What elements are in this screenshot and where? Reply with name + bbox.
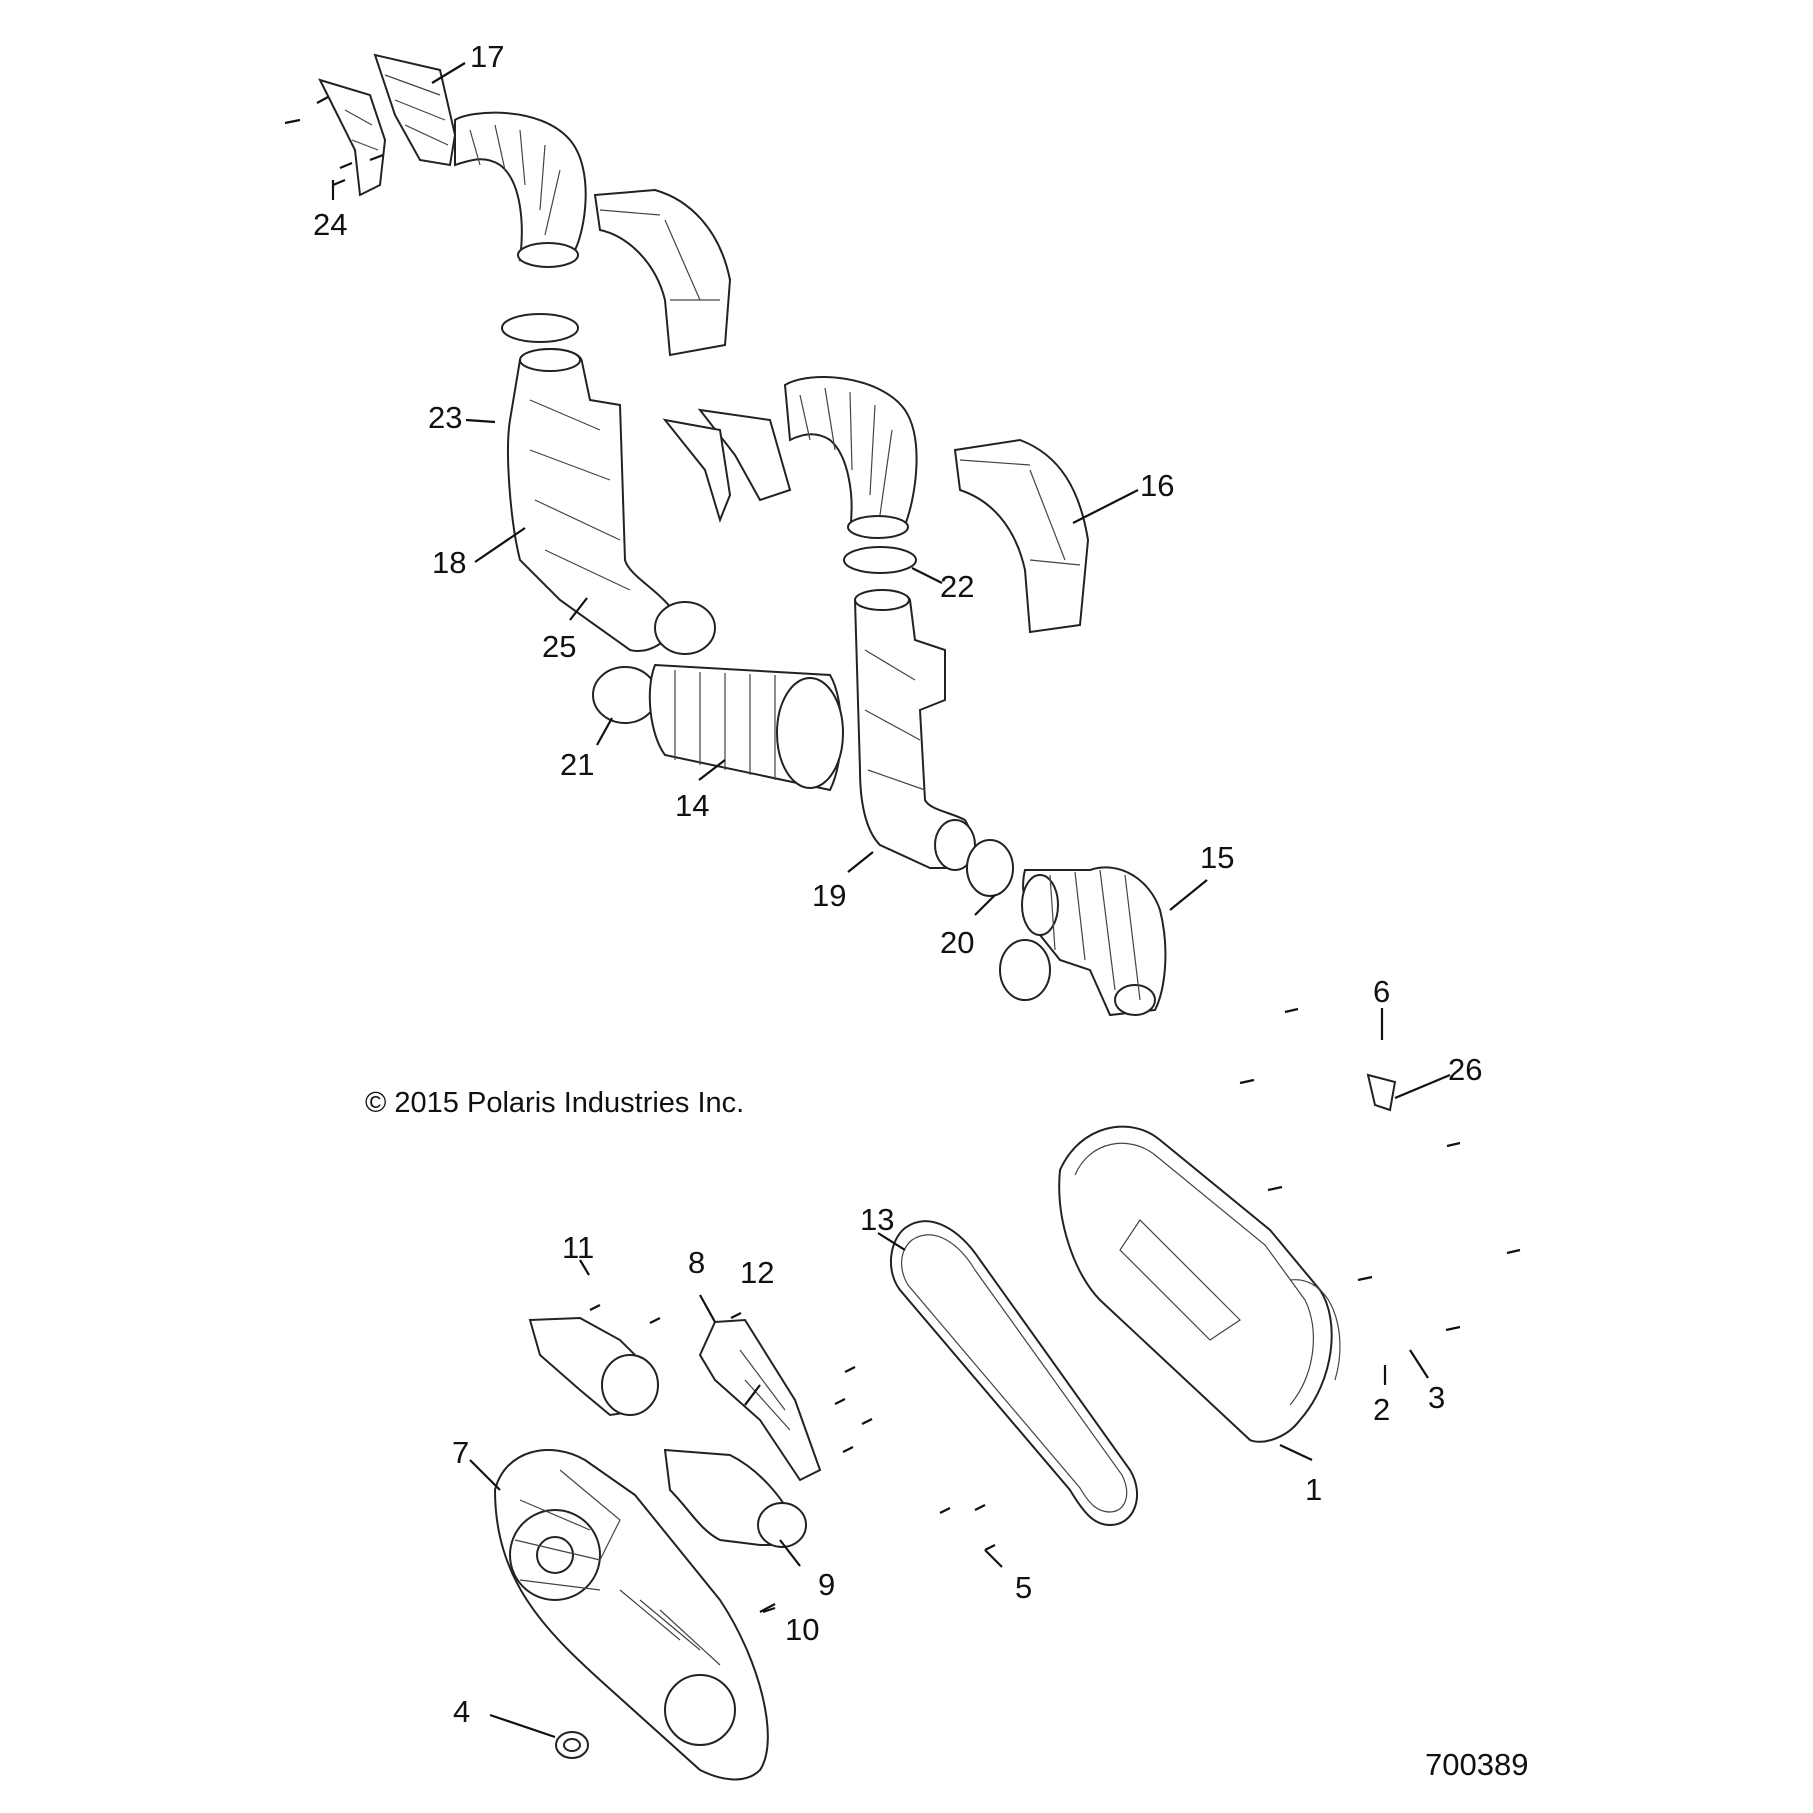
part-4-seal-washer — [555, 1731, 589, 1759]
callout-13: 13 — [860, 1202, 894, 1237]
callout-25: 25 — [542, 629, 576, 664]
part-upper-intake-elbow — [454, 111, 587, 268]
callout-9: 9 — [818, 1567, 835, 1602]
part-20-clamp-ring — [966, 839, 1014, 897]
callout-19: 19 — [812, 878, 846, 913]
part-middle-intake-elbow — [783, 376, 918, 539]
part-22-clamp-ring — [843, 546, 917, 574]
callout-21: 21 — [560, 747, 594, 782]
part-upper-clamp-ring — [501, 313, 579, 343]
callout-16: 16 — [1140, 468, 1174, 503]
callout-10: 10 — [785, 1612, 819, 1647]
callout-17: 17 — [470, 39, 504, 74]
part-upper-outlet-shroud — [593, 188, 732, 357]
part-13-drive-belt — [889, 1220, 1139, 1527]
copyright-notice: © 2015 Polaris Industries Inc. — [365, 1087, 744, 1119]
callout-8: 8 — [688, 1245, 705, 1280]
part-25-clamp-ring — [654, 601, 716, 655]
callout-23: 23 — [428, 400, 462, 435]
part-8-deflector-plate — [698, 1318, 822, 1482]
part-7-inner-clutch-cover — [493, 1449, 769, 1781]
callout-14: 14 — [675, 788, 709, 823]
callout-7: 7 — [452, 1435, 469, 1470]
callout-15: 15 — [1200, 840, 1234, 875]
callout-12: 12 — [740, 1255, 774, 1290]
callout-11: 11 — [562, 1230, 594, 1265]
callout-4: 4 — [453, 1694, 470, 1729]
part-19-exhaust-duct — [853, 589, 976, 871]
part-lower-clamp-ring — [999, 939, 1051, 1001]
part-21-clamp-ring — [592, 666, 658, 724]
part-26-label — [1366, 1073, 1397, 1112]
callout-24: 24 — [313, 207, 347, 242]
part-16-outlet-shroud — [953, 438, 1090, 634]
part-1-outer-clutch-cover — [1058, 1125, 1341, 1443]
part-9-inlet-fitting — [663, 1448, 807, 1548]
callout-5: 5 — [1015, 1570, 1032, 1605]
callout-20: 20 — [940, 925, 974, 960]
callout-18: 18 — [432, 545, 466, 580]
part-17-shroud-bracket — [318, 53, 457, 197]
part-15-exhaust-elbow — [1021, 866, 1167, 1017]
document-number: 700389 — [1425, 1747, 1528, 1782]
callout-22: 22 — [940, 569, 974, 604]
part-14-intake-boot — [648, 663, 844, 792]
callout-2: 2 — [1373, 1392, 1390, 1427]
callout-26: 26 — [1448, 1052, 1482, 1087]
callout-labels: 17 24 23 16 18 22 25 21 14 19 20 15 6 26… — [313, 39, 1482, 1729]
part-middle-shroud-bracket — [662, 408, 792, 524]
callout-3: 3 — [1428, 1380, 1445, 1415]
part-upper-inlet-fitting — [528, 1316, 659, 1417]
leader-lines — [331, 62, 1451, 1739]
callout-1: 1 — [1305, 1472, 1322, 1507]
callout-6: 6 — [1373, 974, 1390, 1009]
part-18-intake-duct — [507, 348, 677, 652]
fastener-screws — [284, 96, 1521, 1614]
